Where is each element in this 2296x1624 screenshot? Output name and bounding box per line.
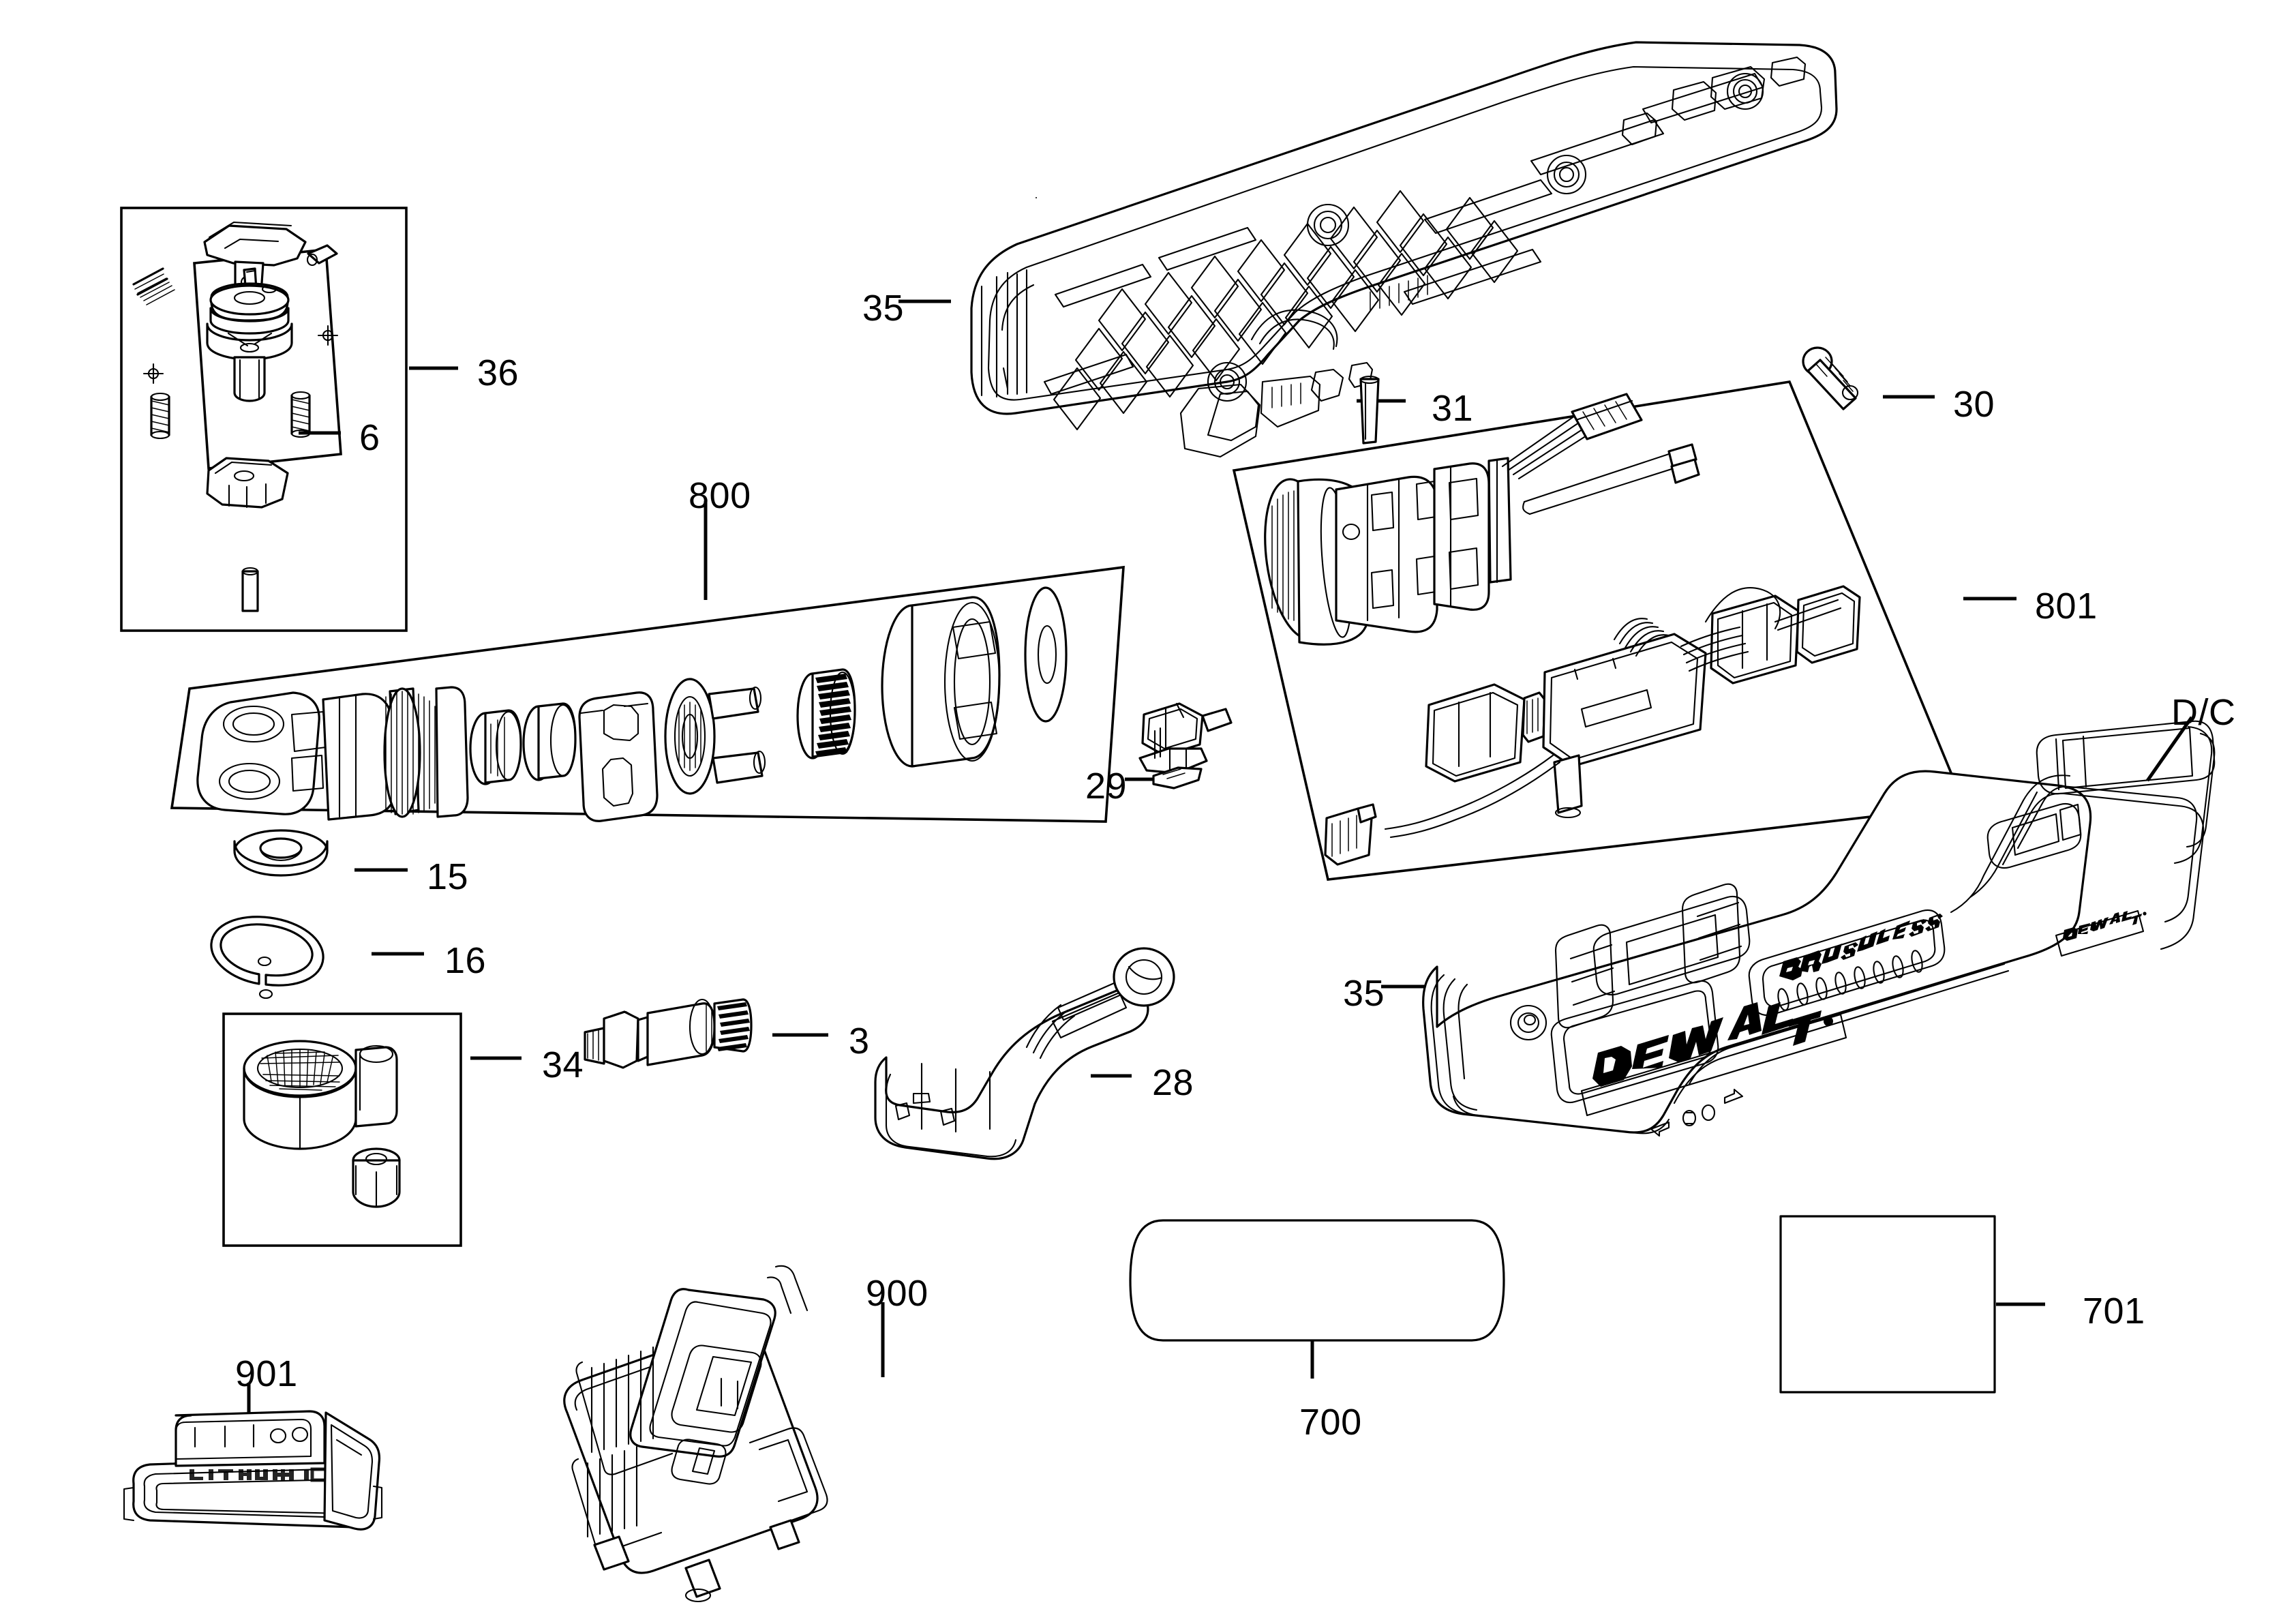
dewalt-badge-small (2055, 909, 2147, 957)
bearing-1 (469, 709, 522, 785)
grip-ribs (1554, 883, 1742, 1029)
callout-29: 29 (1085, 766, 1128, 807)
assembled-tool (1422, 720, 2216, 1137)
part-3-drive-spindle (584, 998, 753, 1069)
part-30-screw (1802, 346, 1859, 410)
part-15-washer (233, 829, 329, 877)
part-29-terminal-clip (1138, 702, 1233, 790)
clutch-carrier-plate (578, 691, 659, 822)
ratchet-collar (243, 1040, 398, 1150)
charger-vents (586, 1346, 654, 1538)
part-801-motor-electronics-kit (1232, 380, 1967, 881)
anvil-assembly (206, 282, 293, 402)
callout-801: 801 (2035, 586, 2098, 627)
part-35-housing-half-upper (970, 41, 1838, 458)
part-900-charger (563, 1265, 828, 1603)
part-34-collar-kit (222, 1012, 462, 1247)
part-701-instruction-manual (1779, 1215, 1996, 1394)
callout-700: 700 (1299, 1402, 1362, 1443)
collar-bushing (352, 1147, 401, 1208)
callout-900: 900 (866, 1273, 928, 1314)
planet-carrier (664, 678, 766, 795)
rotation-decal (1650, 1088, 1744, 1137)
threaded-gearcase-nose (383, 686, 469, 818)
thrust-washer (1024, 586, 1068, 723)
vent-slots (1777, 950, 1923, 1011)
callout-28: 28 (1152, 1062, 1194, 1103)
brushless-vent-panel (1748, 909, 1946, 1016)
internal-rib-lattice (1053, 190, 1519, 431)
switch-controller-assembly (1324, 585, 1861, 866)
splined-gear (796, 668, 856, 760)
callout-6: 6 (359, 417, 380, 458)
part-31-roll-pin (1359, 375, 1380, 445)
brushless-text (1779, 914, 1943, 980)
ring-gear-housing (881, 596, 1001, 768)
callout-701: 701 (2083, 1291, 2145, 1332)
part-901-battery-pack (123, 1410, 383, 1531)
brushless-motor (1264, 393, 1700, 646)
callout-35-lower: 35 (1343, 973, 1385, 1014)
callout-34: 34 (542, 1044, 584, 1085)
part-36-selector-kit (120, 207, 408, 632)
spring-left-lower (150, 392, 170, 440)
callout-901: 901 (235, 1353, 298, 1394)
part-16-retaining-ring (210, 916, 324, 999)
callout-31: 31 (1432, 388, 1474, 429)
spring-right-lower (290, 391, 311, 438)
spring-left-top (132, 267, 175, 305)
callout-date-code: D/C (2171, 692, 2236, 733)
selector-cap-bottom (206, 457, 289, 509)
dowel-pin-bottom (241, 567, 259, 612)
callout-16: 16 (444, 940, 487, 981)
ratchet-yoke (196, 691, 395, 821)
callout-3: 3 (849, 1021, 870, 1062)
callout-35-upper: 35 (862, 288, 905, 329)
part-800-gearcase-kit (170, 565, 1125, 823)
bearing-2 (522, 702, 577, 781)
part-700-kit-bag (1129, 1219, 1505, 1342)
alignment-marks (142, 325, 339, 385)
dowel-pin-top (306, 244, 338, 267)
callout-36: 36 (477, 352, 519, 393)
callout-30: 30 (1953, 384, 1995, 425)
callout-15: 15 (427, 856, 469, 897)
part-28-trigger-lever (874, 947, 1175, 1160)
callout-800: 800 (689, 475, 751, 516)
